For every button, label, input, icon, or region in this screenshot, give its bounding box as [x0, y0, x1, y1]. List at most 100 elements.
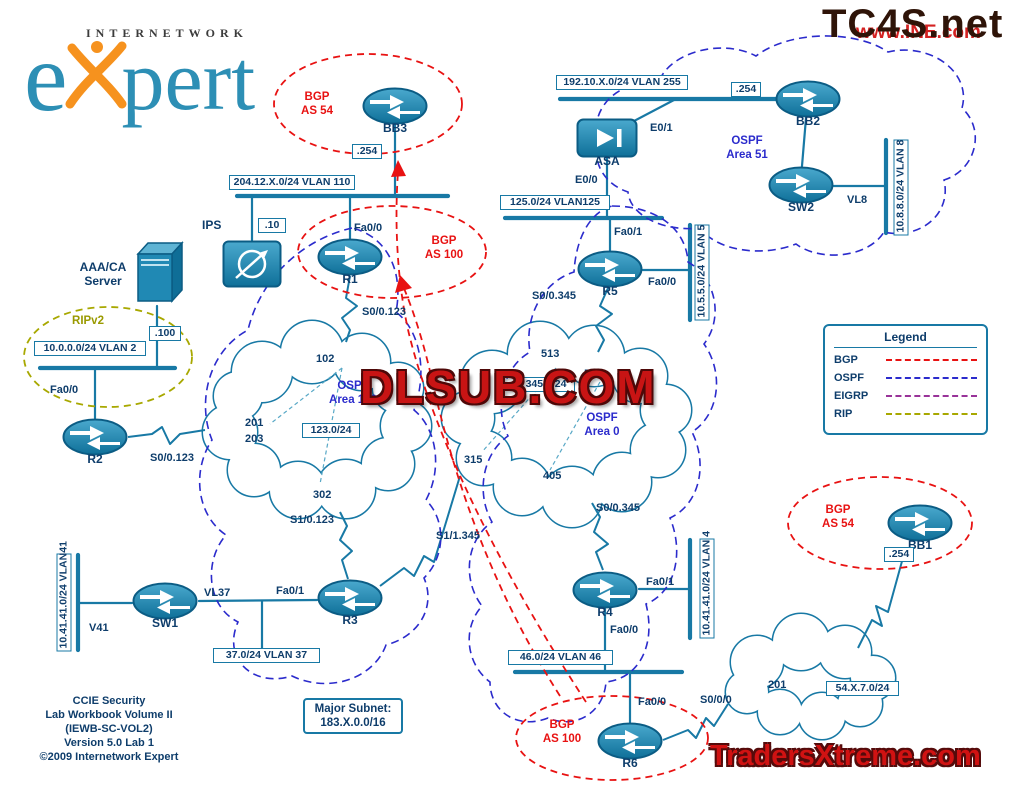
switch-icon: [768, 166, 834, 204]
device-label-r5: R5: [602, 284, 618, 298]
address-label-bb2: .254: [731, 82, 761, 97]
router-icon: [362, 87, 428, 125]
legend-label-eigrp: EIGRP: [834, 390, 869, 402]
ospf-area51-boundary: [595, 35, 977, 256]
router-icon: [572, 571, 638, 609]
interface-label-r6-fa00: Fa0/0: [638, 696, 667, 708]
subnet-label-vlan110: 204.12.X.0/24 VLAN 110: [229, 175, 355, 190]
cloud-area0-pvc-lines: [481, 367, 601, 471]
bgp-as100-r1-ellipse: [297, 205, 487, 299]
interface-label-r3-s10123: S1/0.123: [290, 514, 335, 526]
major-subnet-value: 183.X.0.0/16: [320, 717, 386, 729]
aaa-server-icon: [132, 238, 184, 306]
area-label-bgp-as100-r6: BGP AS 100: [542, 719, 582, 745]
subnet-label-vlan46: 46.0/24 VLAN 46: [508, 650, 613, 665]
major-subnet-box: Major Subnet: 183.X.0.0/16: [303, 698, 403, 734]
interface-label-r5-fa01: Fa0/1: [614, 226, 643, 238]
router-icon: [597, 722, 663, 760]
device-label-r6: R6: [622, 756, 638, 770]
logo-gymnast-x-icon: [65, 41, 126, 109]
device-r3: R3: [308, 579, 392, 627]
ospf-right-domain-boundary: [468, 205, 718, 723]
footer-line-2: Lab Workbook Volume II: [45, 709, 173, 721]
bgp-as54-bb3-ellipse: [273, 53, 463, 155]
device-label-r3: R3: [342, 613, 358, 627]
interface-label-r4-fa01: Fa0/1: [646, 576, 675, 588]
subnet-label-vlan2: 10.0.0.0/24 VLAN 2: [34, 341, 146, 356]
device-r4: R4: [563, 571, 647, 619]
dlci-label-102: 102: [316, 353, 335, 365]
interface-label-r1-s00123: S0/0.123: [362, 306, 407, 318]
area-label-bgp-as54-bb3: BGP AS 54: [301, 91, 333, 117]
device-label-aaa-server: AAA/CA Server: [79, 260, 127, 288]
subnet-label-vlan37: 37.0/24 VLAN 37: [213, 648, 320, 663]
legend-title: Legend: [834, 330, 977, 348]
subnet-label-cloud54: 54.X.7.0/24: [826, 681, 899, 696]
interface-label-r2-s00123: S0/0.123: [150, 452, 195, 464]
address-label-bb3: .254: [352, 144, 382, 159]
watermark-tc4s: TC4S.net: [822, 2, 1004, 46]
rip-domain-overlay: [23, 306, 193, 408]
legend-label-bgp: BGP: [834, 354, 858, 366]
device-label-sw1: SW1: [151, 616, 178, 630]
footer-text: CCIE Security Lab Workbook Volume II (IE…: [14, 694, 204, 764]
firewall-asa-icon: [576, 118, 638, 158]
bgp-overlay: [273, 53, 973, 781]
footer-line-3: (IEWB-SC-VOL2): [65, 723, 153, 735]
device-bb1: BB1: [878, 504, 962, 552]
legend: Legend BGP OSPF EIGRP RIP: [823, 324, 988, 435]
device-bb2: BB2: [766, 80, 850, 128]
interface-label-sw1-v41: V41: [89, 622, 109, 634]
device-r1: R1: [308, 238, 392, 286]
subnet-label-vlan4: 10.41.41.0/24 VLAN 4: [699, 531, 715, 639]
dlci-label-203: 203: [245, 433, 264, 445]
device-r5: R5: [568, 250, 652, 298]
area-label-ospf-area51: OSPF Area 51: [726, 135, 768, 161]
device-r2: R2: [53, 418, 137, 466]
device-asa: ASA: [576, 118, 638, 168]
router-icon: [887, 504, 953, 542]
bgp-as54-bb1-ellipse: [787, 476, 973, 570]
dlci-label-504: 504: [584, 368, 603, 380]
logo-letter-e: e: [24, 24, 68, 132]
watermark-dlsub: DLSUB.COM: [360, 361, 657, 413]
device-label-bb2: BB2: [795, 114, 820, 128]
device-r6: R6: [588, 722, 672, 770]
watermark-ine: www.INE.com: [856, 22, 981, 43]
interface-label-sw1-vl37: VL37: [204, 587, 231, 599]
footer-line-5: ©2009 Internetwork Expert: [39, 751, 179, 763]
device-label-r2: R2: [87, 452, 103, 466]
switch-icon: [132, 582, 198, 620]
device-sw2: SW2: [759, 166, 843, 214]
serial-links: [127, 275, 905, 741]
subnet-label-area100-fr: 123.0/24: [302, 423, 360, 438]
address-label-aaa: .100: [149, 326, 181, 341]
ripv2-ellipse: [23, 306, 193, 408]
cloud-ospf-area100-fill: [203, 321, 431, 518]
address-label-ips: .10: [258, 218, 286, 233]
interface-label-r6-s000: S0/0/0: [700, 694, 732, 706]
cloud-54-subnet-fill: [726, 614, 895, 739]
bgp-arrowhead-bb3: [391, 160, 406, 177]
legend-line-bgp: [886, 359, 977, 361]
logo-wordmark: e pert: [24, 24, 256, 132]
dlci-label-201-bb1: 201: [768, 679, 787, 691]
interface-label-r5-s00345: S0/0.345: [532, 290, 577, 302]
logo-letters-pert: pert: [121, 32, 256, 128]
dlci-label-315: 315: [464, 454, 483, 466]
subnet-label-vlan255: 192.10.X.0/24 VLAN 255: [556, 75, 688, 90]
ethernet-bus-bars: [37, 96, 889, 675]
subnet-label-vlan8: 10.8.8.0/24 VLAN 8: [893, 139, 909, 236]
ospf-left-domain-boundary: [198, 227, 442, 685]
interface-label-r4-fa00: Fa0/0: [610, 624, 639, 636]
footer-line-1: CCIE Security: [72, 695, 146, 707]
interface-label-r3-fa01: Fa0/1: [276, 585, 305, 597]
router-icon: [317, 579, 383, 617]
dlci-label-201: 201: [245, 417, 264, 429]
router-icon: [317, 238, 383, 276]
watermark-tradersxtreme: TradersXtreme.com: [710, 740, 981, 772]
area-label-ospf-area0: OSPF Area 0: [584, 412, 620, 438]
bgp-as100-r6-ellipse: [515, 695, 709, 781]
